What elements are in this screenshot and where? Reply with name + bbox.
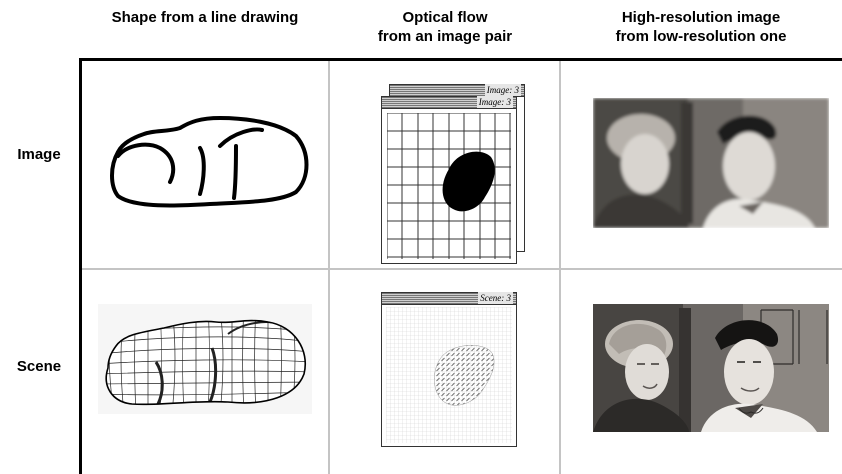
column-header-high-resolution: High-resolution image from low-resolutio… [560, 8, 842, 46]
row-label-scene: Scene [16, 358, 62, 375]
low-resolution-photo [593, 98, 829, 228]
column-header-line2: from an image pair [377, 28, 513, 45]
row-label-image: Image [17, 146, 61, 163]
flow-region [434, 345, 495, 406]
line-drawing-image [110, 116, 309, 208]
column-header-line1: High-resolution image [621, 9, 781, 26]
column-header-optical-flow: Optical flow from an image pair [330, 8, 560, 46]
scene-3d-mesh [105, 319, 307, 406]
flow-field [386, 307, 512, 443]
window-title: Image: 3 [484, 84, 521, 96]
column-header-line2: from low-resolution one [615, 28, 787, 45]
image-window-front: Image: 3 [381, 96, 517, 264]
image-grid [387, 113, 511, 259]
column-header-line1: Shape from a line drawing [111, 9, 299, 26]
high-resolution-photo [593, 304, 829, 432]
grid-frame-left [79, 58, 82, 474]
scene-window: Scene: 3 [381, 292, 517, 447]
grid-divider-vertical-2 [559, 61, 561, 474]
grid-divider-vertical-1 [328, 61, 330, 474]
window-title: Image: 3 [476, 96, 513, 108]
window-title-bar: Scene: 3 [382, 292, 516, 305]
grid-divider-horizontal [82, 268, 842, 270]
window-title-bar: Image: 3 [382, 96, 516, 109]
grid-frame-top [79, 58, 842, 61]
column-header-shape: Shape from a line drawing [80, 8, 330, 27]
moving-blob [442, 151, 495, 212]
column-header-line1: Optical flow [402, 9, 488, 26]
window-title: Scene: 3 [478, 292, 513, 304]
